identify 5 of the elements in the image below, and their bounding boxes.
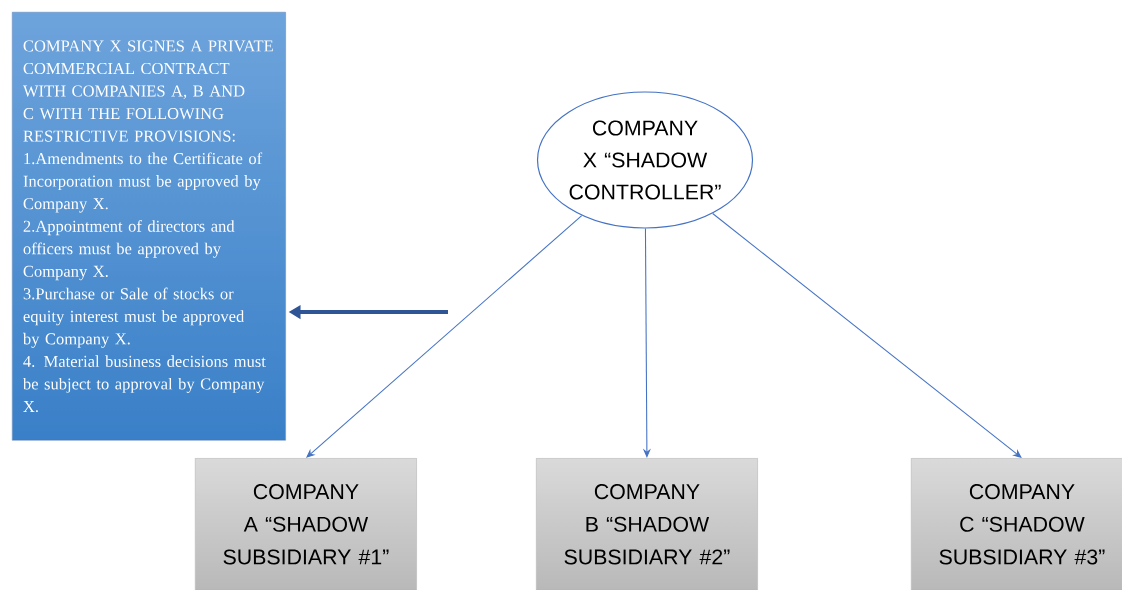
company-box: COMPANY A “SHADOW SUBSIDIARY #1” bbox=[195, 458, 417, 590]
company-box: COMPANY C “SHADOW SUBSIDIARY #3” bbox=[911, 458, 1122, 590]
arrow bbox=[712, 212, 1022, 458]
text-panel: COMPANY X SIGNES A PRIVATE COMMERCIAL CONTRACT WITH COMPANIES A, B AND C WITH THE FOLLOWING RESTRICTIVE PROVISIONS: 1.Amendments to the Certificate of Incorporation must be approved by Company X. 2.Appointment of directors and officers must be approved by Company X. 3.Purchase or Sale of stocks or equity interest must be approved by Company X. 4. Material business decisions must be subject to approval by Company X. bbox=[12, 12, 286, 441]
company-box: COMPANY B “SHADOW SUBSIDIARY #2” bbox=[536, 458, 758, 590]
